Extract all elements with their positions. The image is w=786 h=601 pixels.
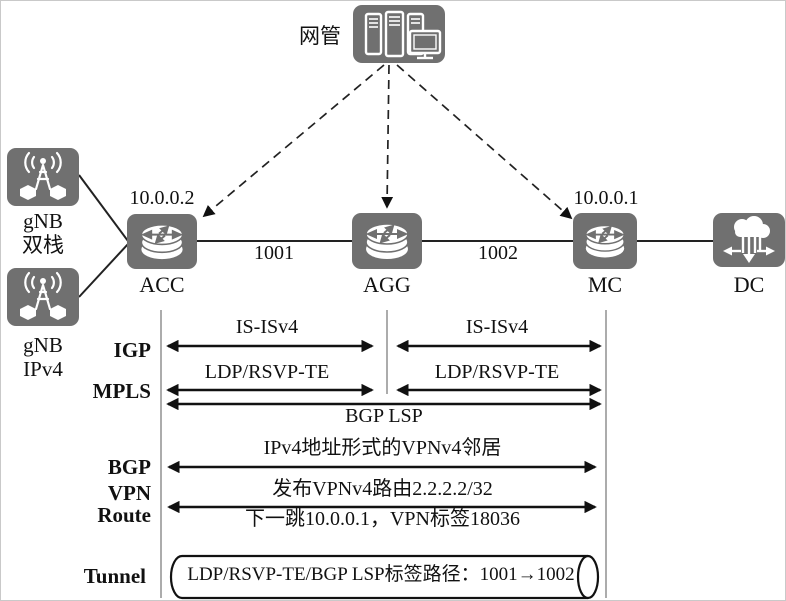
- mc-ip-label: 10.0.0.1: [573, 187, 639, 209]
- mpls-left-arrow-label: LDP/RSVP-TE: [204, 361, 330, 383]
- bgp-neighbor-label: IPv4地址形式的VPNv4邻居: [263, 437, 502, 459]
- row-label-mpls: MPLS: [92, 379, 151, 403]
- base-station-icon: [20, 151, 66, 200]
- datacenter-cloud-icon: [723, 216, 775, 263]
- row-label-route: Route: [97, 503, 151, 527]
- agg-router-node: [352, 213, 422, 269]
- row-label-vpn: VPN: [107, 481, 151, 505]
- agg-name-label: AGG: [363, 272, 411, 297]
- mpls-right-arrow-label: LDP/RSVP-TE: [434, 361, 560, 383]
- nms-servers-icon: [364, 10, 442, 60]
- protocol-arrows: [166, 339, 602, 514]
- column-separators: [160, 310, 607, 598]
- gnb-ipv4-label-2: IPv4: [23, 357, 63, 381]
- bgp-lsp-arrow-label: BGP LSP: [345, 405, 423, 427]
- tunnel-path-label: LDP/RSVP-TE/BGP LSP标签路径：1001→1002: [187, 564, 575, 585]
- link-label-1001: 1001: [254, 242, 294, 264]
- gnb-ipv4-label-1: gNB: [23, 333, 63, 357]
- acc-ip-label: 10.0.0.2: [129, 187, 195, 209]
- row-label-igp: IGP: [113, 338, 151, 362]
- gnb-dualstack-label-1: gNB: [23, 209, 63, 233]
- monitor-icon: [408, 29, 442, 60]
- igp-left-arrow-label: IS-ISv4: [235, 316, 299, 338]
- base-station-icon: [20, 271, 66, 320]
- tunnel-cylinder: [169, 554, 600, 600]
- acc-router-node: [127, 214, 197, 269]
- dc-node: [713, 213, 785, 267]
- vpn-route-label: 发布VPNv4路由2.2.2.2/32: [272, 478, 493, 500]
- dc-name-label: DC: [733, 272, 765, 297]
- vpn-nexthop-label: 下一跳10.0.0.1，VPN标签18036: [244, 508, 520, 530]
- gnb-dualstack-node: [7, 148, 79, 206]
- nms-node: [353, 5, 445, 63]
- router-icon: [140, 224, 184, 260]
- nms-label: 网管: [299, 24, 341, 48]
- mc-name-label: MC: [587, 272, 623, 297]
- igp-right-arrow-label: IS-ISv4: [465, 316, 529, 338]
- gnb-dualstack-label-2: 双栈: [22, 233, 64, 257]
- gnb-access-lines: [78, 174, 129, 298]
- router-icon: [365, 223, 409, 259]
- gnb-ipv4-node: [7, 268, 79, 326]
- row-label-tunnel: Tunnel: [83, 564, 146, 588]
- nms-dashed-arrows: [202, 64, 573, 220]
- acc-name-label: ACC: [139, 272, 185, 297]
- row-label-bgp: BGP: [107, 455, 151, 479]
- link-label-1002: 1002: [478, 242, 518, 264]
- mc-router-node: [573, 213, 637, 269]
- router-icon: [585, 224, 625, 258]
